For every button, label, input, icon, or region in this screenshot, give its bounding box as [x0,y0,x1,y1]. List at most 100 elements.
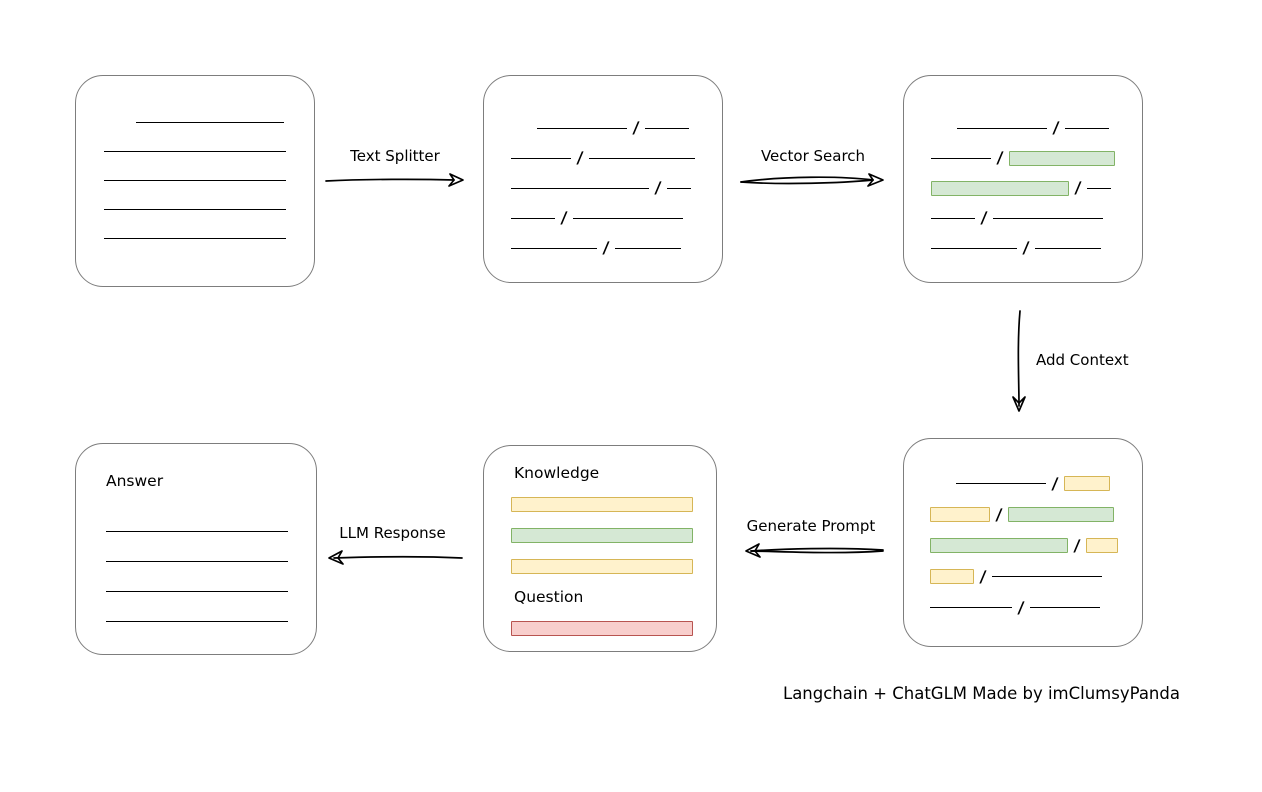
yellow-highlight-bar [930,507,990,522]
green-highlight-bar [931,180,1069,196]
text-row: / [511,143,695,173]
text-row [511,619,693,637]
yellow-highlight-bar [511,558,693,574]
answer-box: Answer [75,443,317,655]
slash-separator: / [1051,473,1059,493]
text-row [106,516,288,546]
green-highlight-bar [511,527,693,543]
text-line [537,127,627,129]
text-line [992,217,1103,219]
source-document-lines [76,76,314,253]
slash-separator: / [560,208,568,227]
text-line [511,217,555,219]
slash-separator: / [1074,178,1082,197]
text-line [104,238,286,239]
green-highlight-bar [1008,150,1115,166]
slash-separator: / [576,148,584,167]
text-line [511,157,571,159]
source-document-box [75,75,315,287]
text-row: / [930,468,1116,499]
text-line [666,187,691,189]
text-row: / [930,561,1116,592]
text-line [511,187,649,189]
text-line [930,607,1012,608]
left-arrow-icon [745,543,884,558]
text-row [104,137,286,166]
text-line [106,560,288,562]
text-row: / [511,113,695,143]
text-row: / [931,173,1115,203]
text-row: / [931,143,1115,173]
add-context-label: Add Context [1036,351,1129,369]
text-line [931,217,975,219]
text-row [104,195,286,224]
vector-search-arrow: Vector Search [738,147,888,191]
text-line [957,127,1047,129]
text-row: / [511,173,695,203]
slash-separator: / [1017,597,1025,617]
green-highlight-bar [1007,507,1114,522]
generate-prompt-label: Generate Prompt [746,517,876,535]
llm-response-label: LLM Response [339,524,446,542]
text-line [106,530,288,532]
text-row: / [931,233,1115,263]
add-context-arrow: Add Context [1006,309,1156,421]
text-line [956,483,1046,484]
text-line [588,157,695,159]
slash-separator: / [980,208,988,227]
text-row [511,495,693,513]
text-row: / [930,499,1116,530]
left-arrow-icon [327,550,463,565]
slash-separator: / [996,148,1004,167]
text-line [991,576,1102,577]
box-label: Question [514,588,584,606]
box-label: Knowledge [514,464,600,482]
split-text-box: / / / / / [483,75,723,283]
text-line [1029,607,1100,608]
text-row [106,546,288,576]
text-row [104,108,286,137]
text-row [104,224,286,253]
text-row [511,526,693,544]
slash-separator: / [1052,118,1060,137]
text-row: / [930,592,1116,623]
text-line [1086,187,1111,189]
text-line [931,157,991,159]
green-highlight-bar [930,538,1068,553]
vector-search-label: Vector Search [760,147,866,165]
box-label: Answer [106,472,164,490]
answer-lines: Answer [76,444,316,636]
text-line [614,247,681,249]
yellow-highlight-bar [1063,476,1110,491]
text-splitter-label: Text Splitter [350,147,440,165]
right-arrow-icon [740,173,884,187]
text-splitter-arrow: Text Splitter [322,147,468,191]
llm-response-arrow: LLM Response [320,524,465,568]
text-line [106,590,288,592]
right-arrow-icon [325,173,464,187]
text-line [572,217,683,219]
yellow-highlight-bar [511,496,693,512]
text-row: / [511,233,695,263]
text-line [104,209,286,210]
text-row [104,166,286,195]
slash-separator: / [979,566,987,586]
text-line [511,247,597,249]
text-row [106,606,288,636]
slash-separator: / [654,178,662,197]
text-line [644,127,689,129]
text-line [1064,127,1109,129]
text-row [106,576,288,606]
text-row: / [931,203,1115,233]
slash-separator: / [995,504,1003,524]
slash-separator: / [632,118,640,137]
text-line [106,620,288,622]
slash-separator: / [1022,238,1030,257]
text-line [136,122,284,123]
yellow-highlight-bar [930,569,974,584]
context-selection-lines: ///// [904,439,1142,623]
down-arrow-icon [1012,310,1026,412]
